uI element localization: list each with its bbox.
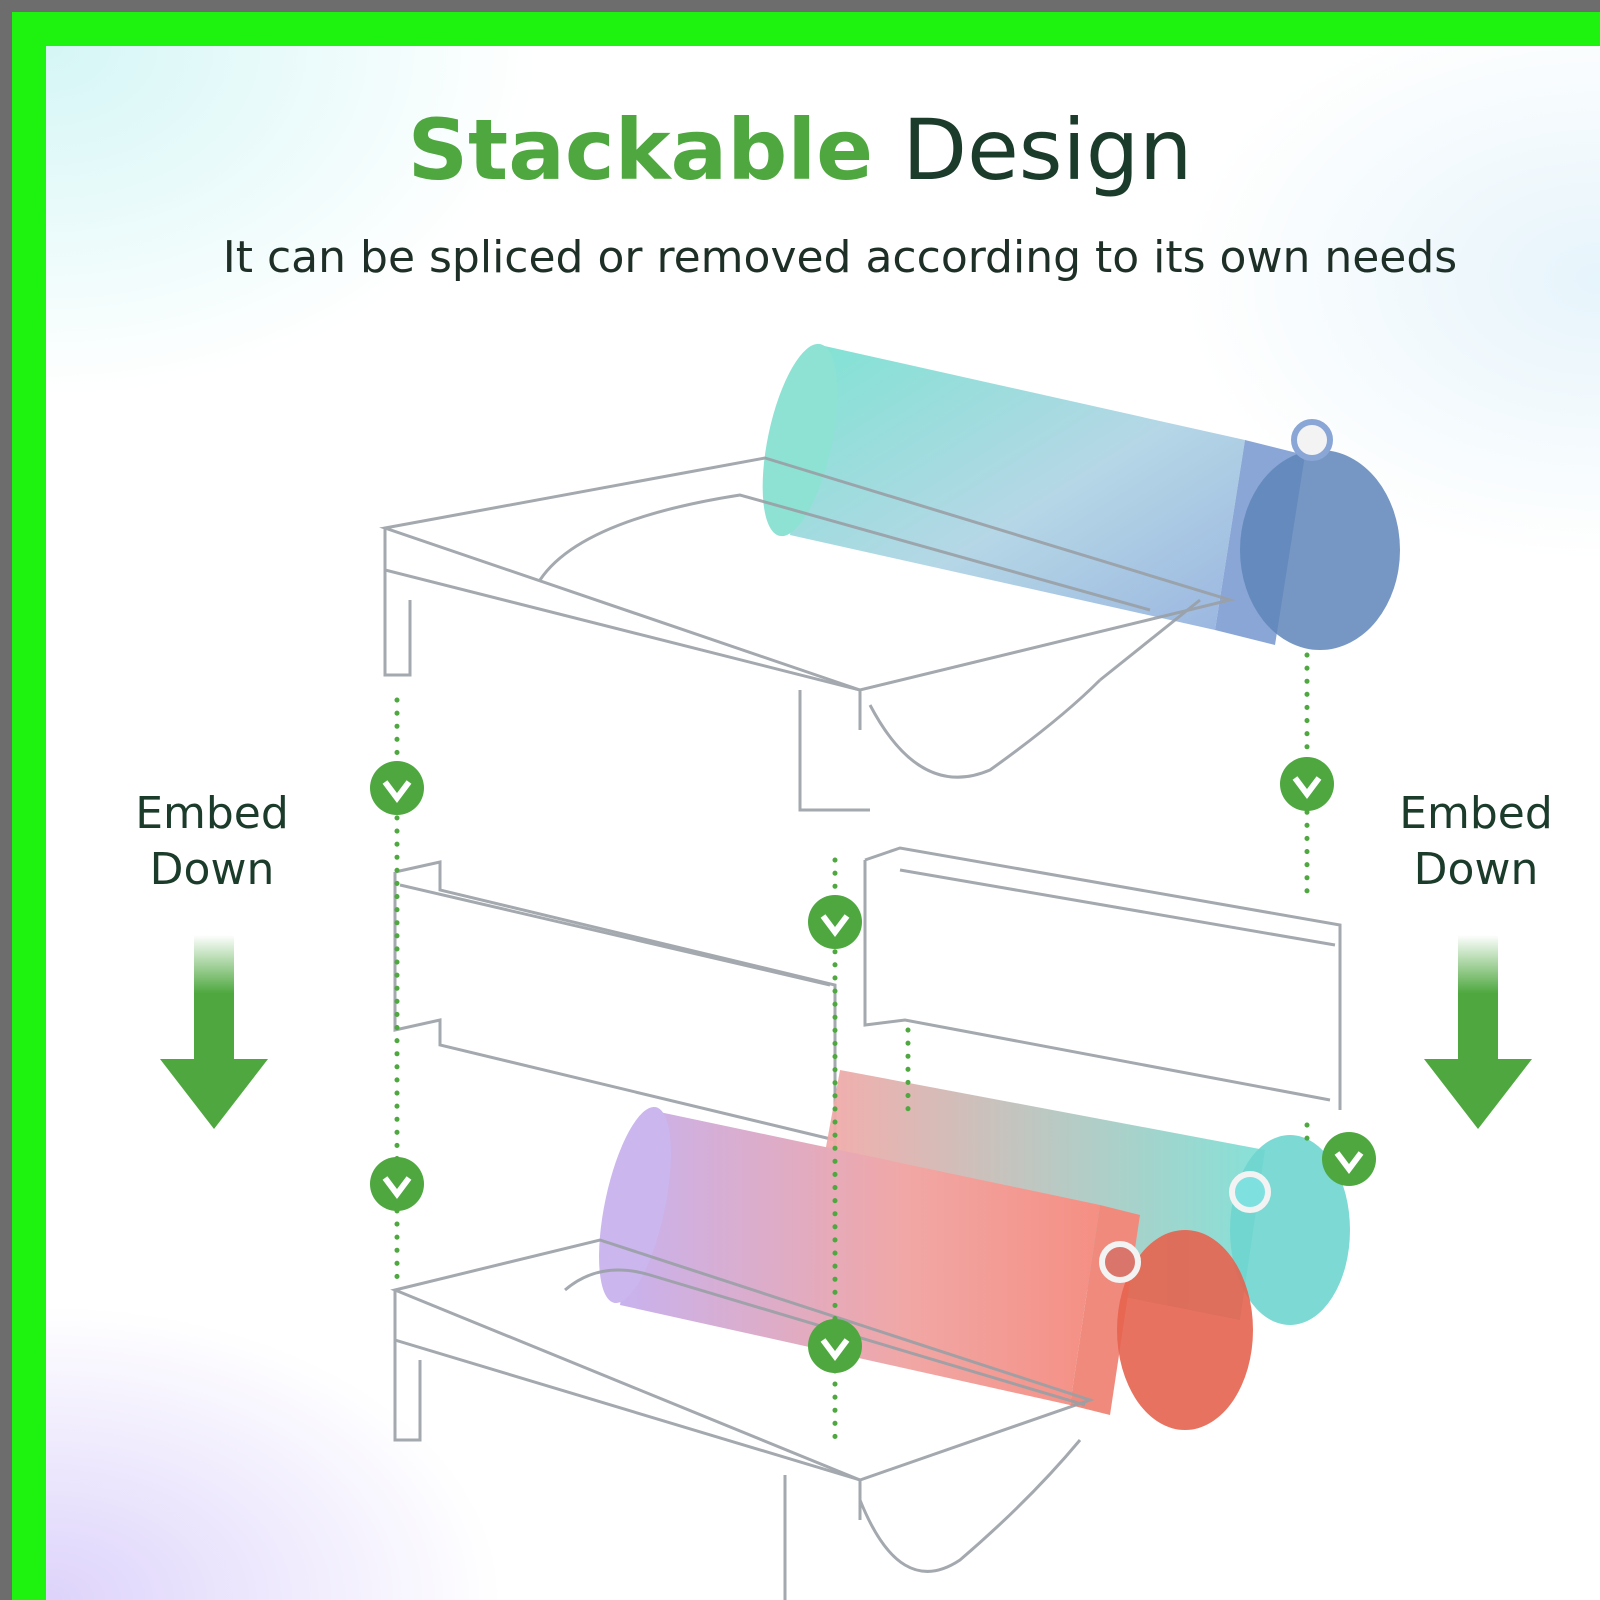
- top-rack: [379, 456, 1236, 812]
- left-down-arrow-icon: [160, 935, 268, 1129]
- bottom-bottles: [599, 1070, 1350, 1430]
- chevron-down-icon: [808, 1319, 862, 1373]
- chevron-down-icon: [370, 761, 424, 815]
- right-down-arrow-icon: [1424, 935, 1532, 1129]
- content-panel: [46, 46, 1600, 1600]
- right-label-line2: Down: [1413, 844, 1539, 895]
- top-bottle: [762, 343, 1400, 650]
- chevron-down-icon: [370, 1157, 424, 1211]
- chevron-down-icon: [1280, 757, 1334, 811]
- right-label-line1: Embed: [1399, 788, 1553, 839]
- middle-right-frame: [863, 846, 1342, 1110]
- left-label-line1: Embed: [135, 788, 289, 839]
- left-label-line2: Down: [149, 844, 275, 895]
- headline: Stackable Design: [0, 108, 1600, 192]
- chevron-down-icon: [808, 895, 862, 949]
- left-embed-label: Embed Down: [92, 786, 332, 898]
- headline-rest: Design: [902, 101, 1193, 199]
- headline-accent: Stackable: [407, 101, 874, 199]
- chevron-down-icon: [1322, 1132, 1376, 1186]
- chevron-down-markers: [370, 757, 1376, 1373]
- subtitle: It can be spliced or removed according t…: [222, 232, 1458, 283]
- right-embed-label: Embed Down: [1356, 786, 1596, 898]
- bottom-rack: [390, 1238, 1095, 1600]
